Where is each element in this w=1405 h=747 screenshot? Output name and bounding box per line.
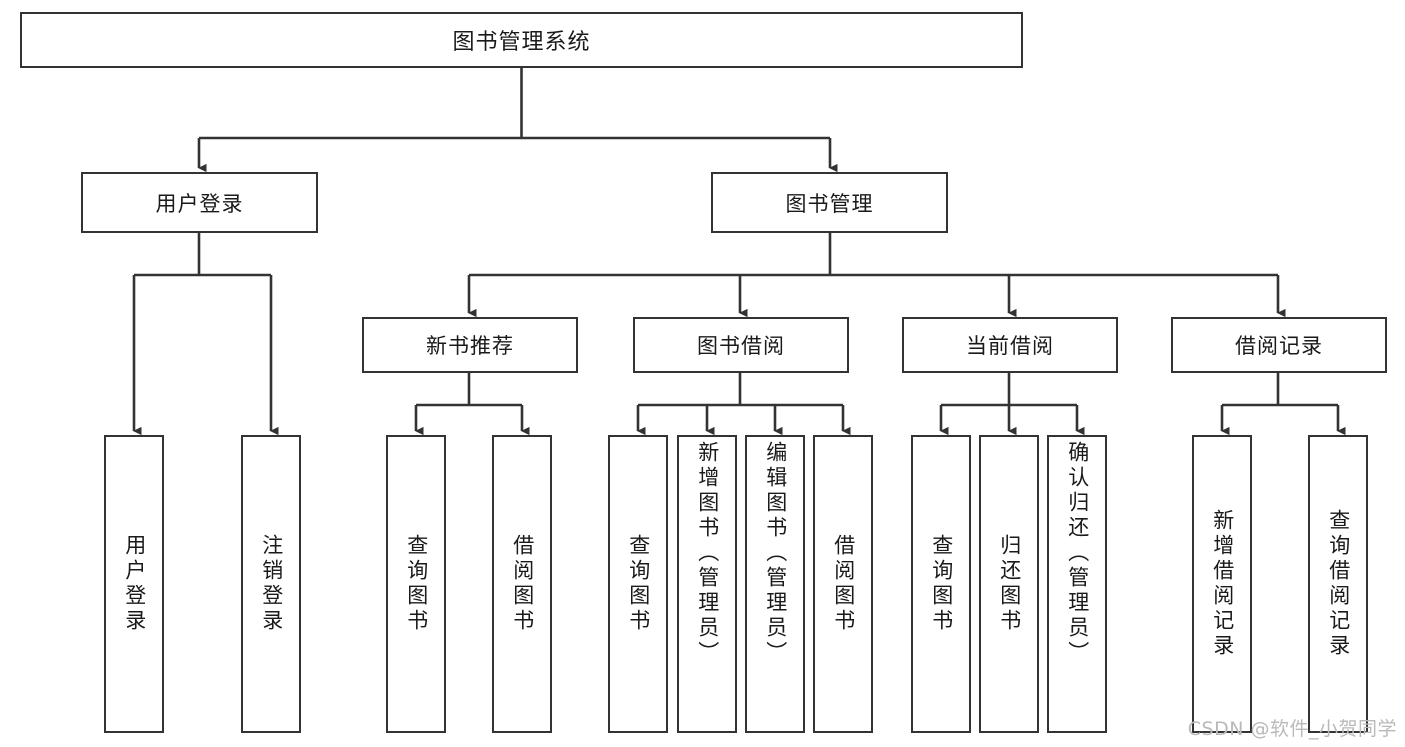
node-book-borrow[interactable]: 图书借阅: [633, 317, 849, 373]
leaf-add-borrow-record-label: 新增借阅记录: [1210, 509, 1235, 659]
leaf-add-book-admin-label: 新增图书（管理员）: [695, 441, 720, 666]
leaf-return-book[interactable]: 归还图书: [979, 435, 1039, 733]
leaf-borrow-book[interactable]: 借阅图书: [813, 435, 873, 733]
node-new-book-recommend-label: 新书推荐: [426, 334, 514, 358]
leaf-edit-book-admin[interactable]: 编辑图书（管理员）: [745, 435, 805, 733]
leaf-query-book-borrow-label: 查询图书: [626, 534, 651, 634]
leaf-borrow-book-recommend-label: 借阅图书: [510, 534, 535, 634]
node-root-label: 图书管理系统: [452, 30, 591, 55]
csdn-watermark: CSDN @软件_小贺同学: [1187, 718, 1397, 740]
node-borrow-record-label: 借阅记录: [1235, 334, 1323, 358]
leaf-query-book-recommend[interactable]: 查询图书: [386, 435, 446, 733]
node-new-book-recommend[interactable]: 新书推荐: [362, 317, 578, 373]
node-current-borrow[interactable]: 当前借阅: [902, 317, 1118, 373]
node-book-borrow-label: 图书借阅: [697, 334, 785, 358]
leaf-edit-book-admin-label: 编辑图书（管理员）: [763, 441, 788, 666]
leaf-borrow-book-recommend[interactable]: 借阅图书: [492, 435, 552, 733]
leaf-confirm-return-admin[interactable]: 确认归还（管理员）: [1047, 435, 1107, 733]
node-user-login[interactable]: 用户登录: [81, 172, 318, 233]
leaf-query-book-recommend-label: 查询图书: [404, 534, 429, 634]
leaf-add-book-admin[interactable]: 新增图书（管理员）: [677, 435, 737, 733]
leaf-logout[interactable]: 注销登录: [241, 435, 301, 733]
leaf-add-borrow-record[interactable]: 新增借阅记录: [1192, 435, 1252, 733]
leaf-query-borrow-record-label: 查询借阅记录: [1326, 509, 1351, 659]
leaf-user-login[interactable]: 用户登录: [104, 435, 164, 733]
leaf-query-book-current-label: 查询图书: [929, 534, 954, 634]
leaf-query-book-borrow[interactable]: 查询图书: [608, 435, 668, 733]
leaf-user-login-label: 用户登录: [122, 534, 147, 634]
leaf-query-borrow-record[interactable]: 查询借阅记录: [1308, 435, 1368, 733]
leaf-logout-label: 注销登录: [259, 534, 284, 634]
leaf-confirm-return-admin-label: 确认归还（管理员）: [1065, 441, 1090, 666]
node-current-borrow-label: 当前借阅: [966, 334, 1054, 358]
node-root-system[interactable]: 图书管理系统: [20, 12, 1023, 68]
node-book-management-label: 图书管理: [785, 191, 874, 216]
node-borrow-record[interactable]: 借阅记录: [1171, 317, 1387, 373]
node-book-management[interactable]: 图书管理: [711, 172, 948, 233]
leaf-return-book-label: 归还图书: [997, 534, 1022, 634]
node-user-login-label: 用户登录: [155, 191, 244, 216]
leaf-borrow-book-label: 借阅图书: [831, 534, 856, 634]
leaf-query-book-current[interactable]: 查询图书: [911, 435, 971, 733]
